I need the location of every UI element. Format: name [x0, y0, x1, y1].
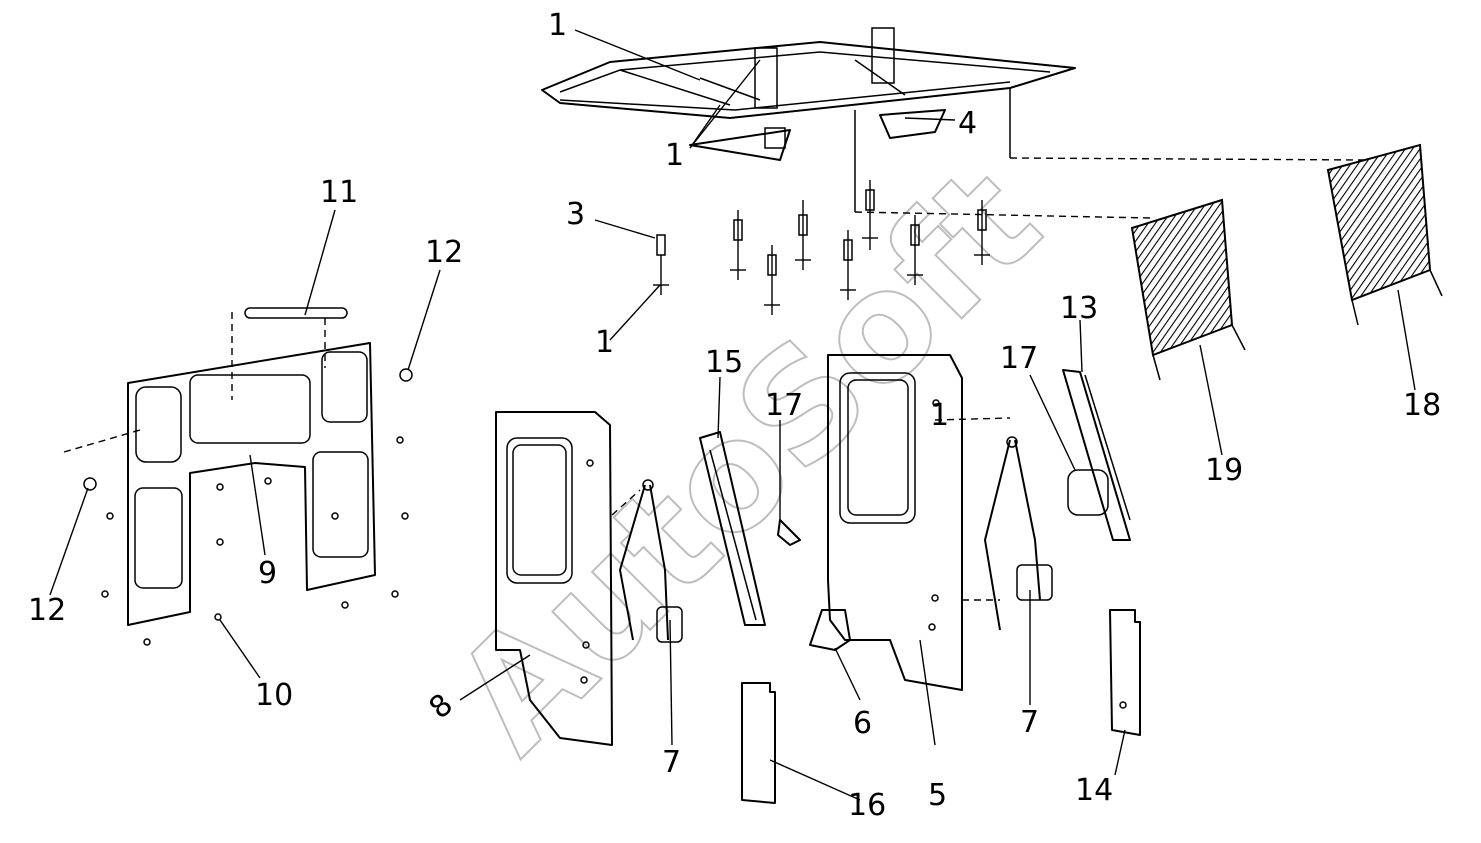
strip-part-14 [1109, 609, 1141, 736]
roof-link-line-2 [854, 211, 1151, 219]
label-1-bracket: 1 [665, 138, 684, 173]
window-regulator-right [934, 417, 1053, 631]
rear-panel-part [101, 342, 409, 646]
right-door-part [827, 354, 963, 691]
strip-part-16 [741, 682, 776, 804]
label-16: 16 [848, 788, 886, 823]
top-strip-part [231, 307, 348, 400]
pillar-part-15 [699, 431, 801, 626]
label-6: 6 [853, 706, 872, 741]
watermark-text: AutoSoft [422, 135, 1072, 785]
label-14: 14 [1075, 773, 1113, 808]
fastener-link [63, 429, 141, 453]
label-10: 10 [255, 678, 293, 713]
label-3: 3 [566, 197, 585, 232]
label-15: 15 [705, 345, 743, 380]
label-11: 11 [320, 175, 358, 210]
label-13: 13 [1060, 291, 1098, 326]
roof-link-line [1009, 157, 1366, 161]
fastener-12-right [399, 368, 413, 382]
label-7-right: 7 [1020, 705, 1039, 740]
label-5: 5 [928, 778, 947, 813]
label-12-right: 12 [425, 235, 463, 270]
label-4: 4 [958, 106, 977, 141]
label-18: 18 [1403, 388, 1441, 423]
hatched-panel-19 [1130, 198, 1246, 381]
roof-panel-part [541, 27, 1076, 212]
part-number-labels: 1 1 1 1 3 4 5 6 7 7 8 9 10 11 12 12 13 1… [28, 8, 1441, 823]
fastener-12-left [83, 477, 97, 491]
label-9: 9 [258, 556, 277, 591]
roof-bracket-part [689, 127, 791, 161]
leader-lines [49, 29, 1416, 801]
label-12-left: 12 [28, 593, 66, 628]
window-regulator-left [611, 479, 683, 643]
label-1-bolt: 1 [595, 325, 614, 360]
label-17-right: 17 [1000, 341, 1038, 376]
label-1-top: 1 [548, 8, 567, 43]
label-7-left: 7 [662, 745, 681, 780]
hinge-part-6 [809, 609, 851, 651]
label-19: 19 [1205, 453, 1243, 488]
label-17-left: 17 [765, 388, 803, 423]
pillar-part-13 [1062, 369, 1131, 541]
left-door-part [495, 411, 613, 746]
label-1-door: 1 [930, 398, 949, 433]
hatched-panel-18 [1326, 143, 1443, 326]
bolt-set [653, 180, 990, 315]
